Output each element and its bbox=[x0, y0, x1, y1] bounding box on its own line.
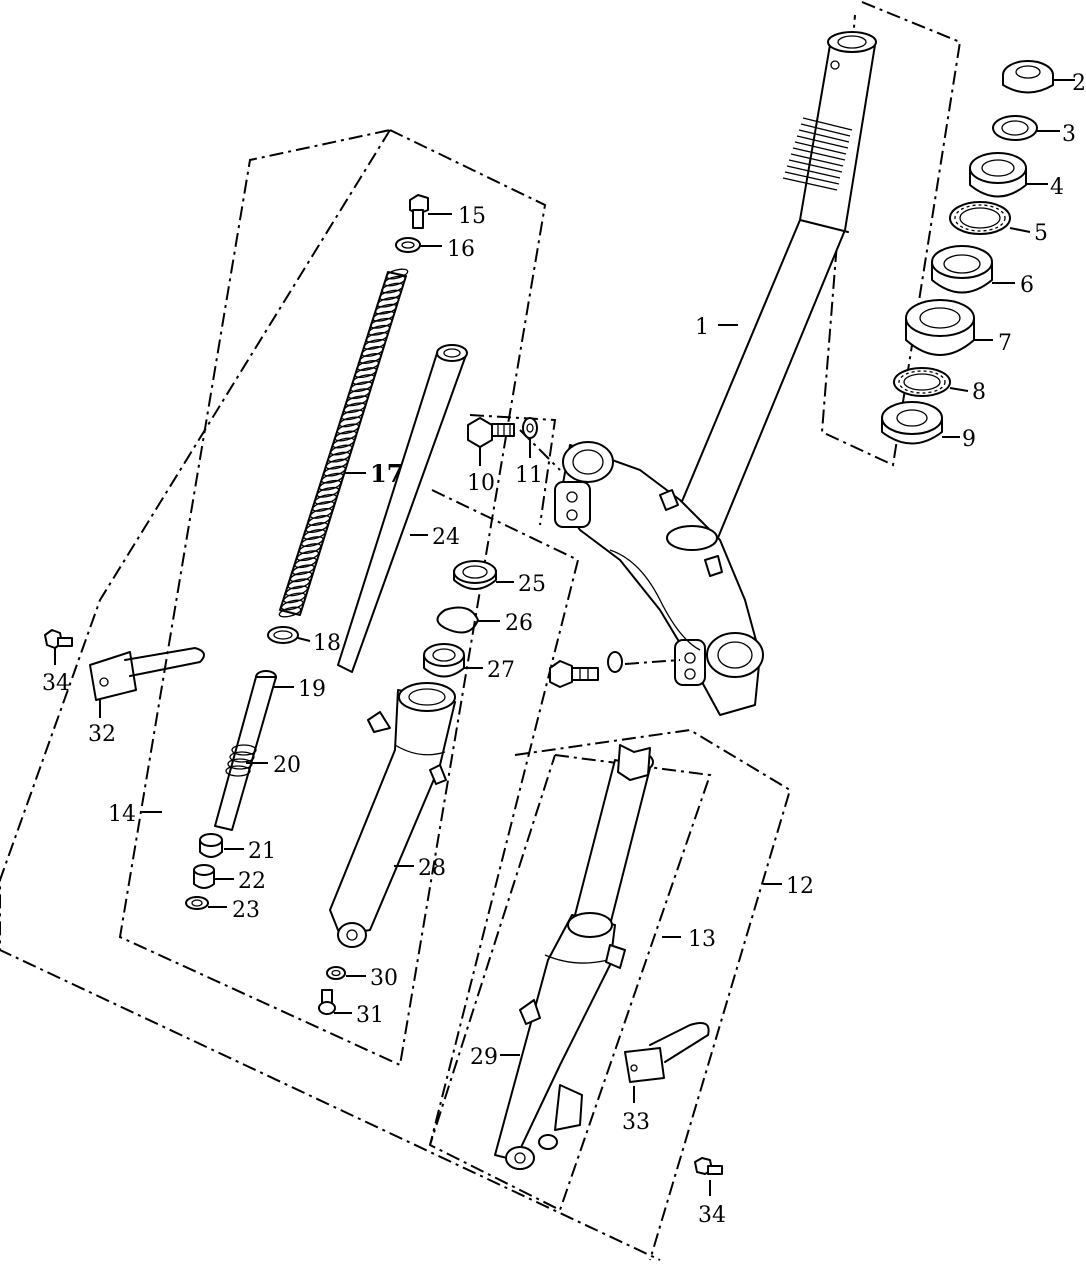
callout-29: 29 bbox=[470, 1045, 498, 1070]
callout-13: 13 bbox=[688, 927, 716, 952]
callout-33: 33 bbox=[622, 1110, 650, 1135]
group-boundary-14 bbox=[0, 129, 661, 1261]
drain-bolt bbox=[318, 989, 336, 1015]
callout-34-left: 34 bbox=[42, 671, 70, 696]
callout-21: 21 bbox=[248, 839, 276, 864]
callout-24: 24 bbox=[432, 525, 460, 550]
callout-7: 7 bbox=[998, 331, 1012, 356]
bottom-cone-race bbox=[881, 401, 943, 445]
oil-seal bbox=[423, 643, 465, 678]
callout-27: 27 bbox=[487, 658, 515, 683]
callout-4: 4 bbox=[1050, 175, 1064, 200]
drain-washer bbox=[326, 966, 346, 980]
rod-bushing bbox=[199, 833, 223, 858]
callout-5: 5 bbox=[1034, 221, 1048, 246]
callout-10: 10 bbox=[467, 471, 495, 496]
bracket-bolt-right bbox=[694, 1157, 723, 1175]
group-boundary-12 bbox=[514, 728, 792, 1261]
fork-top-bolt bbox=[409, 194, 429, 229]
callout-12: 12 bbox=[786, 874, 814, 899]
hose-bracket-right bbox=[624, 1022, 710, 1083]
callout-34-right: 34 bbox=[698, 1203, 726, 1228]
group-boundary-clamp bbox=[469, 414, 557, 526]
group-boundary-14-outer bbox=[118, 129, 547, 1067]
group-boundary-steering bbox=[820, 1, 962, 467]
bottom-ball-retainer bbox=[893, 367, 951, 397]
left-outer-fork-leg bbox=[329, 682, 456, 948]
callout-1: 1 bbox=[695, 315, 709, 340]
inner-fork-tube bbox=[337, 344, 468, 673]
stem-nut bbox=[1002, 60, 1054, 94]
callout-11: 11 bbox=[515, 463, 543, 488]
right-fork-assembly bbox=[494, 744, 654, 1170]
callout-14: 14 bbox=[108, 802, 136, 827]
callout-8: 8 bbox=[972, 380, 986, 405]
top-cone-race bbox=[969, 152, 1027, 198]
callout-22: 22 bbox=[238, 869, 266, 894]
bottom-cup-race bbox=[905, 299, 975, 356]
top-cup-race bbox=[931, 245, 993, 294]
rod-collar bbox=[193, 864, 215, 889]
retaining-clip bbox=[436, 606, 479, 634]
lock-washer bbox=[992, 115, 1038, 141]
callout-31: 31 bbox=[356, 1003, 384, 1028]
callout-6: 6 bbox=[1020, 273, 1034, 298]
callout-19: 19 bbox=[298, 677, 326, 702]
hose-bracket-left bbox=[89, 647, 205, 701]
fork-top-oring bbox=[395, 237, 421, 253]
callout-16: 16 bbox=[447, 237, 475, 262]
lower-pinch-bolt bbox=[519, 429, 681, 688]
rod-oring bbox=[185, 896, 209, 910]
callout-25: 25 bbox=[518, 572, 546, 597]
callout-20: 20 bbox=[273, 753, 301, 778]
callout-3: 3 bbox=[1062, 122, 1076, 147]
steering-stem bbox=[669, 31, 877, 546]
dust-seal bbox=[453, 560, 497, 590]
pinch-bolt bbox=[467, 417, 515, 448]
triple-clamp bbox=[554, 441, 764, 716]
leader-lines bbox=[54, 79, 1075, 1196]
callout-30: 30 bbox=[370, 966, 398, 991]
fork-spring bbox=[278, 268, 409, 618]
callout-28: 28 bbox=[418, 856, 446, 881]
callout-32: 32 bbox=[88, 722, 116, 747]
callout-26: 26 bbox=[505, 611, 533, 636]
callout-23: 23 bbox=[232, 898, 260, 923]
callout-17: 17 bbox=[370, 459, 403, 488]
callout-2: 2 bbox=[1072, 71, 1086, 96]
damper-rod bbox=[214, 670, 277, 831]
callout-15: 15 bbox=[458, 204, 486, 229]
callout-18: 18 bbox=[313, 631, 341, 656]
callout-9: 9 bbox=[962, 427, 976, 452]
bracket-bolt-left bbox=[44, 629, 73, 649]
top-ball-retainer bbox=[949, 201, 1011, 235]
group-boundary-13 bbox=[428, 754, 712, 1212]
spring-seat-ring bbox=[267, 626, 299, 644]
